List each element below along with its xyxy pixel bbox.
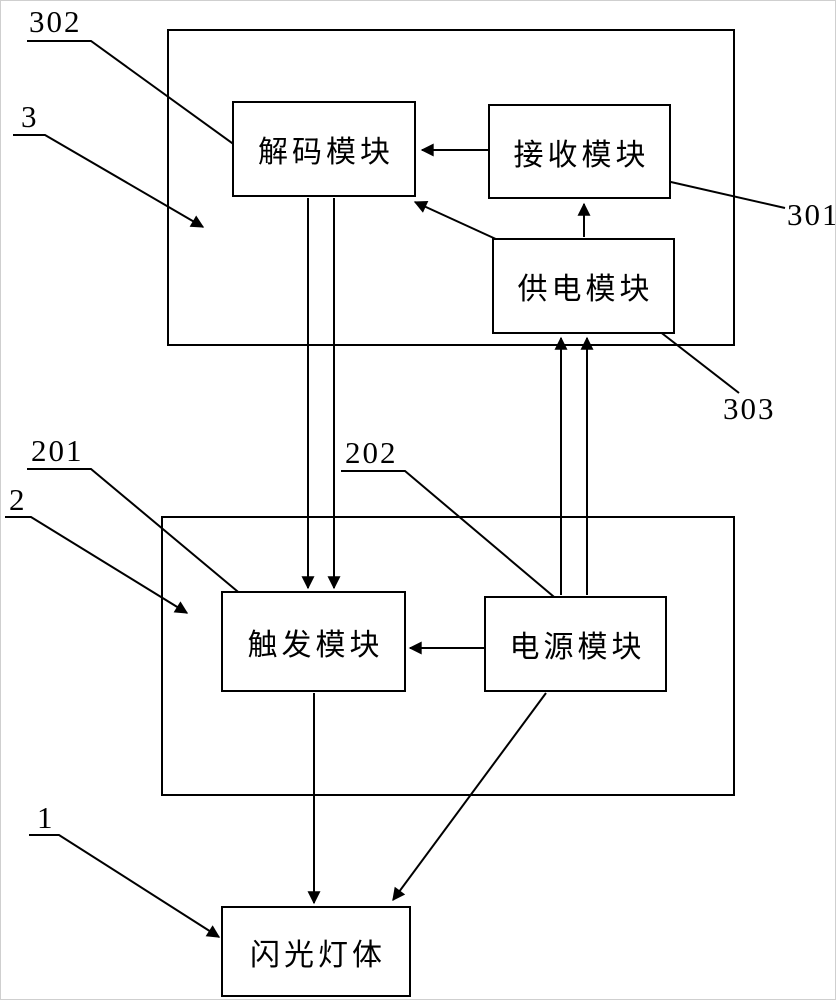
ref-label-303: 303 xyxy=(723,391,776,426)
leader-201 xyxy=(27,468,250,602)
container-box-2 xyxy=(161,516,735,796)
ref-label-201: 201 xyxy=(31,433,84,468)
ref-label-2: 2 xyxy=(9,482,27,517)
module-label-decode: 解码模块 xyxy=(258,136,394,169)
container-box-3 xyxy=(167,29,735,346)
module-label-flash-body: 闪光灯体 xyxy=(250,938,386,972)
module-box-power-source: 电源模块 xyxy=(484,596,667,692)
arrow-supply-to-decode xyxy=(413,200,499,241)
ref-label-202: 202 xyxy=(345,435,398,470)
module-box-trigger: 触发模块 xyxy=(221,591,406,692)
module-label-power-source: 电源模块 xyxy=(509,631,646,664)
module-box-receive: 接收模块 xyxy=(488,104,671,199)
ref-label-1: 1 xyxy=(37,800,55,835)
leader-302 xyxy=(27,40,262,165)
ref-label-302: 302 xyxy=(29,4,82,39)
leader-202 xyxy=(341,470,580,619)
leader-2 xyxy=(5,516,189,614)
module-box-power-supply: 供电模块 xyxy=(492,238,675,334)
ref-label-3: 3 xyxy=(21,99,39,134)
module-box-flash-body: 闪光灯体 xyxy=(221,906,411,997)
module-label-power-supply: 供电模块 xyxy=(517,273,654,306)
leader-1 xyxy=(29,834,221,938)
arrow-source-to-flash xyxy=(392,692,547,902)
ref-label-301: 301 xyxy=(787,197,836,232)
module-label-receive: 接收模块 xyxy=(513,138,650,172)
leader-3 xyxy=(13,134,205,228)
module-label-trigger: 触发模块 xyxy=(247,628,384,662)
module-box-decode: 解码模块 xyxy=(232,101,416,197)
